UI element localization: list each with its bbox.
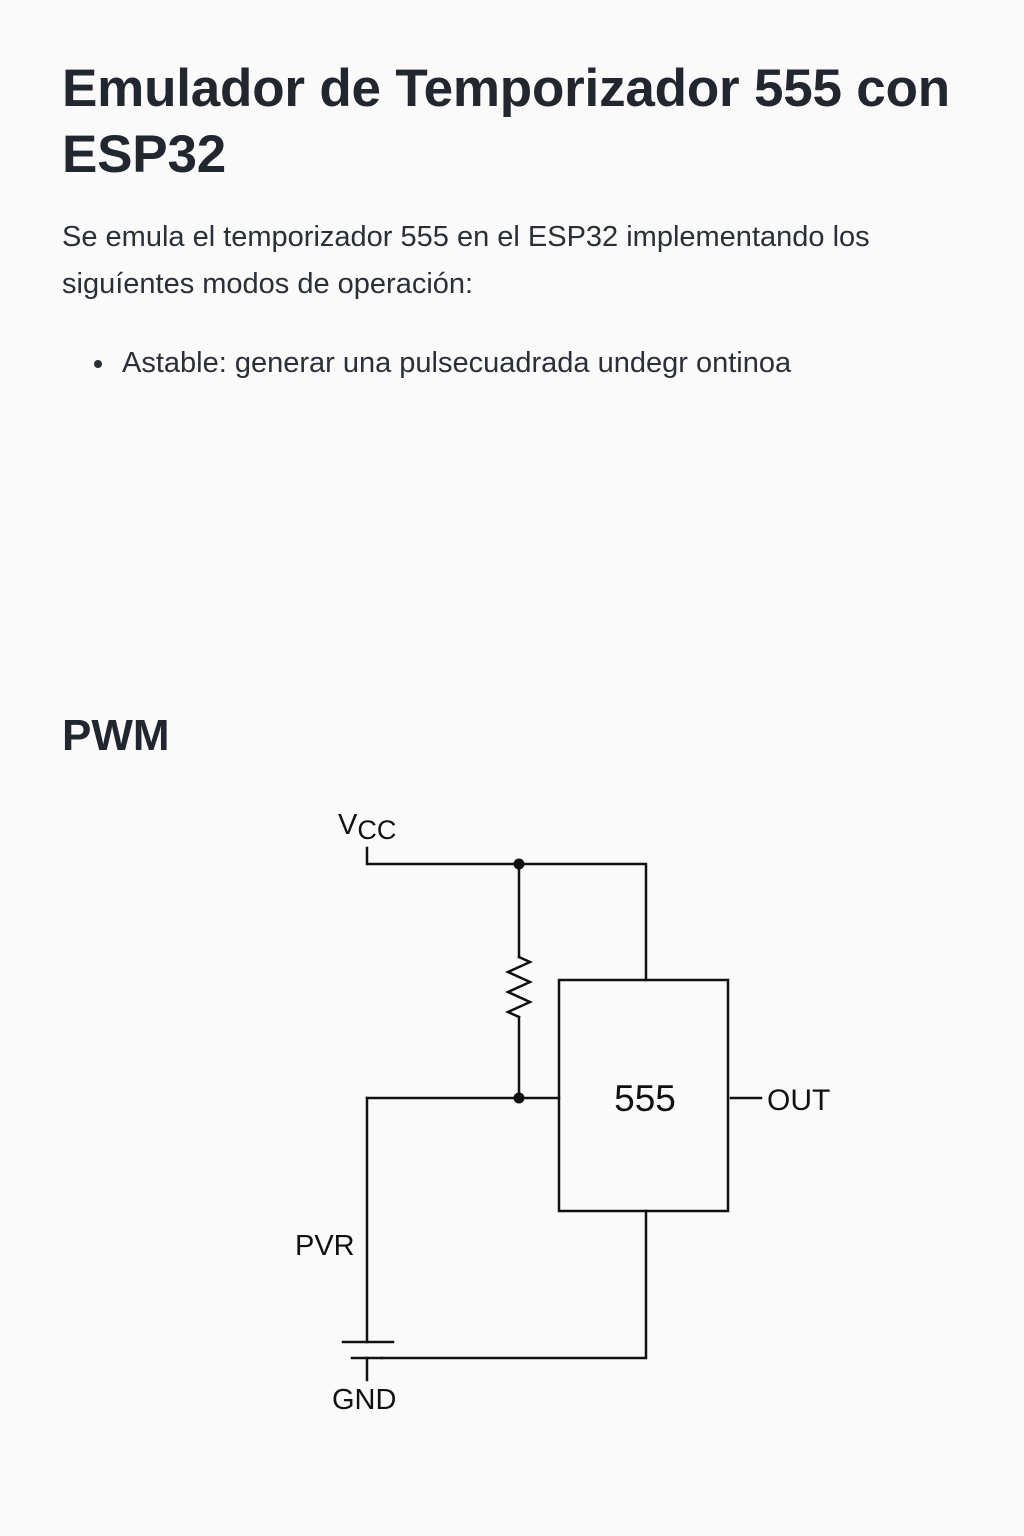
page-title: Emulador de Temporizador 555 con ESP32 — [62, 59, 950, 184]
out-label: OUT — [767, 1084, 830, 1117]
intro-paragraph: Se emula el temporizador 555 en el ESP32… — [62, 221, 870, 300]
junction-dot-middle — [513, 1092, 525, 1104]
modes-list: Astable: generar una pulsecuadrada undeg… — [94, 340, 954, 386]
pvr-label: PVR — [295, 1230, 355, 1262]
junction-dot-top — [513, 858, 525, 870]
vcc-label: VCC — [338, 809, 396, 845]
vcc-label-main: V — [338, 809, 358, 841]
bullet-icon — [94, 360, 102, 368]
resistor-icon — [504, 955, 534, 1019]
ground-return-wire — [380, 1209, 648, 1360]
mode-astable-text: Astable: generar una pulsecuadrada undeg… — [122, 347, 792, 379]
gnd-label: GND — [332, 1384, 396, 1416]
list-item: Astable: generar una pulsecuadrada undeg… — [94, 340, 954, 386]
ic-label: 555 — [614, 1078, 676, 1119]
section-title-pwm: PWM — [62, 711, 170, 760]
vcc-wire — [365, 846, 648, 982]
vcc-label-subscript: CC — [357, 815, 396, 845]
ic-555-body — [557, 978, 730, 1213]
